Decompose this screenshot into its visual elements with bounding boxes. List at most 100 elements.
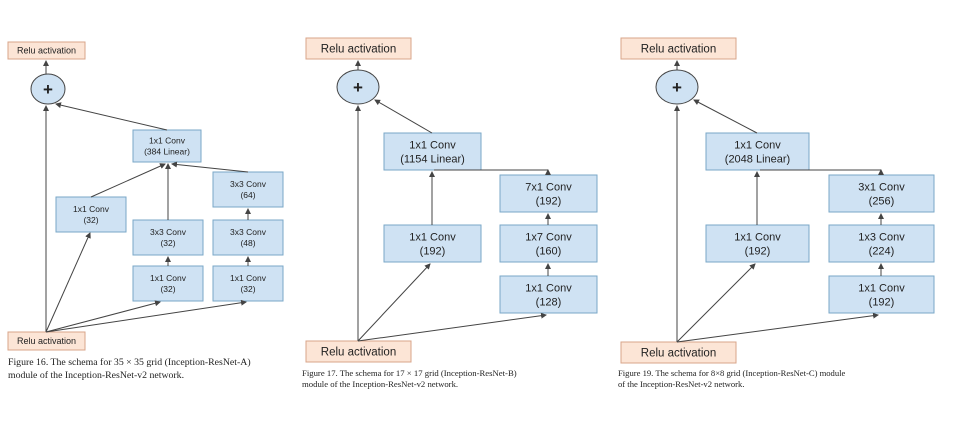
conv-branch2-c-shape xyxy=(499,275,598,314)
arrow-to-branch1 xyxy=(45,232,91,333)
add-node-label: + xyxy=(353,78,363,97)
relu-top: Relu activation xyxy=(620,37,737,60)
conv-branch2-b-label: 1x3 Conv xyxy=(858,232,905,244)
conv-branch1-label: 1x1 Conv xyxy=(734,232,781,244)
conv-branch2-c-label: (192) xyxy=(869,296,895,308)
conv-branch3-b-label: 3x3 Conv xyxy=(230,227,267,237)
conv-branch2-a-label: 3x3 Conv xyxy=(150,227,187,237)
arrow-b1-merge xyxy=(90,163,166,198)
conv-branch2-a: 7x1 Conv(192) xyxy=(499,174,598,213)
conv-combine-label: (2048 Linear) xyxy=(725,153,790,165)
caption-line: of the Inception-ResNet-v2 network. xyxy=(618,379,745,390)
conv-combine-label: 1x1 Conv xyxy=(734,140,781,152)
relu-top-shape xyxy=(7,41,86,60)
relu-bottom: Relu activation xyxy=(7,331,86,351)
add-node: + xyxy=(336,69,380,105)
conv-branch3-c-label: (32) xyxy=(240,284,255,294)
add-node-shape xyxy=(30,73,66,105)
caption-line: Figure 17. The schema for 17 × 17 grid (… xyxy=(302,368,517,378)
add-node-label: + xyxy=(672,78,682,97)
conv-branch2-b-label: (224) xyxy=(869,245,895,257)
conv-combine: 1x1 Conv(384 Linear) xyxy=(132,129,202,163)
conv-branch1-shape xyxy=(55,196,127,233)
conv-branch2-c: 1x1 Conv(192) xyxy=(828,275,935,314)
conv-branch2-a-shape xyxy=(132,219,204,256)
conv-combine: 1x1 Conv(2048 Linear) xyxy=(705,132,810,171)
relu-bottom: Relu activation xyxy=(305,340,412,363)
conv-branch1-label: (32) xyxy=(83,215,98,225)
relu-top: Relu activation xyxy=(7,41,86,60)
relu-bottom-label: Relu activation xyxy=(641,348,716,360)
relu-top-label: Relu activation xyxy=(17,46,76,56)
conv-combine-label: 1x1 Conv xyxy=(149,136,186,146)
arrow-to-add xyxy=(55,102,168,131)
relu-top-label: Relu activation xyxy=(641,44,716,56)
conv-branch1-label: (192) xyxy=(420,245,446,257)
conv-branch1-label: 1x1 Conv xyxy=(73,204,110,214)
arrow-b3-merge xyxy=(171,161,249,173)
caption-line: module of the Inception-ResNet-v2 networ… xyxy=(302,379,459,390)
conv-branch1-shape xyxy=(383,224,482,263)
arrow-to-branch3 xyxy=(45,299,247,333)
conv-branch2-a-label: (32) xyxy=(160,238,175,248)
conv-branch2-c: 1x1 Conv(128) xyxy=(499,275,598,314)
conv-branch3-b-label: (48) xyxy=(240,238,255,248)
conv-branch2-b: 1x7 Conv(160) xyxy=(499,224,598,263)
relu-bottom-label: Relu activation xyxy=(17,336,76,346)
add-node: + xyxy=(30,73,66,105)
conv-branch2-c-label: 1x1 Conv xyxy=(525,283,572,295)
relu-top-shape xyxy=(620,37,737,60)
conv-branch2-a-label: (256) xyxy=(869,195,895,207)
conv-branch2-c-label: (128) xyxy=(536,296,562,308)
relu-top-label: Relu activation xyxy=(321,44,396,56)
conv-combine-label: (1154 Linear) xyxy=(400,153,465,165)
conv-branch3-a-label: 3x3 Conv xyxy=(230,179,267,189)
conv-branch3-a-label: (64) xyxy=(240,190,255,200)
caption-line: Figure 19. The schema for 8×8 grid (Ince… xyxy=(618,368,846,378)
conv-branch2-b-label: 1x7 Conv xyxy=(525,232,572,244)
conv-branch3-c: 1x1 Conv(32) xyxy=(212,265,284,302)
conv-branch3-a: 3x3 Conv(64) xyxy=(212,171,284,208)
conv-branch3-b: 3x3 Conv(48) xyxy=(212,219,284,256)
caption-figure-16: Figure 16. The schema for 35 × 35 grid (… xyxy=(8,357,251,382)
conv-combine: 1x1 Conv(1154 Linear) xyxy=(383,132,482,171)
relu-bottom: Relu activation xyxy=(620,341,737,364)
conv-branch2-b-shape xyxy=(132,265,204,302)
add-node: + xyxy=(655,69,699,105)
relu-bottom-label: Relu activation xyxy=(321,347,396,359)
arrow-to-branch2 xyxy=(676,312,879,343)
conv-branch2-c-shape xyxy=(828,275,935,314)
conv-branch2-a: 3x3 Conv(32) xyxy=(132,219,204,256)
arrow-to-branch1 xyxy=(676,263,756,343)
caption-line: module of the Inception-ResNet-v2 networ… xyxy=(8,369,185,381)
arrow-to-branch1 xyxy=(357,263,431,342)
arrow-to-branch2 xyxy=(357,312,547,342)
conv-branch2-b-label: 1x1 Conv xyxy=(150,273,187,283)
conv-branch2-b-shape xyxy=(828,224,935,263)
conv-branch1-label: (192) xyxy=(745,245,771,257)
conv-branch1: 1x1 Conv(32) xyxy=(55,196,127,233)
conv-branch3-b-shape xyxy=(212,219,284,256)
conv-branch2-c-label: 1x1 Conv xyxy=(858,283,905,295)
conv-branch2-b-label: (32) xyxy=(160,284,175,294)
add-node-label: + xyxy=(43,80,53,99)
conv-combine-shape xyxy=(132,129,202,163)
conv-branch1: 1x1 Conv(192) xyxy=(705,224,810,263)
conv-branch2-a-label: 7x1 Conv xyxy=(525,182,572,194)
relu-top-shape xyxy=(305,37,412,60)
conv-branch2-a: 3x1 Conv(256) xyxy=(828,174,935,213)
conv-branch1-shape xyxy=(705,224,810,263)
conv-branch2-a-label: 3x1 Conv xyxy=(858,182,905,194)
conv-branch2-b: 1x3 Conv(224) xyxy=(828,224,935,263)
caption-figure-17: Figure 17. The schema for 17 × 17 grid (… xyxy=(302,368,517,391)
conv-branch3-c-label: 1x1 Conv xyxy=(230,273,267,283)
arrow-to-branch2 xyxy=(45,300,161,333)
conv-branch1: 1x1 Conv(192) xyxy=(383,224,482,263)
arrow-to-add xyxy=(374,99,433,134)
relu-top: Relu activation xyxy=(305,37,412,60)
conv-branch2-b: 1x1 Conv(32) xyxy=(132,265,204,302)
conv-branch3-c-shape xyxy=(212,265,284,302)
conv-combine-shape xyxy=(705,132,810,171)
conv-combine-label: 1x1 Conv xyxy=(409,140,456,152)
